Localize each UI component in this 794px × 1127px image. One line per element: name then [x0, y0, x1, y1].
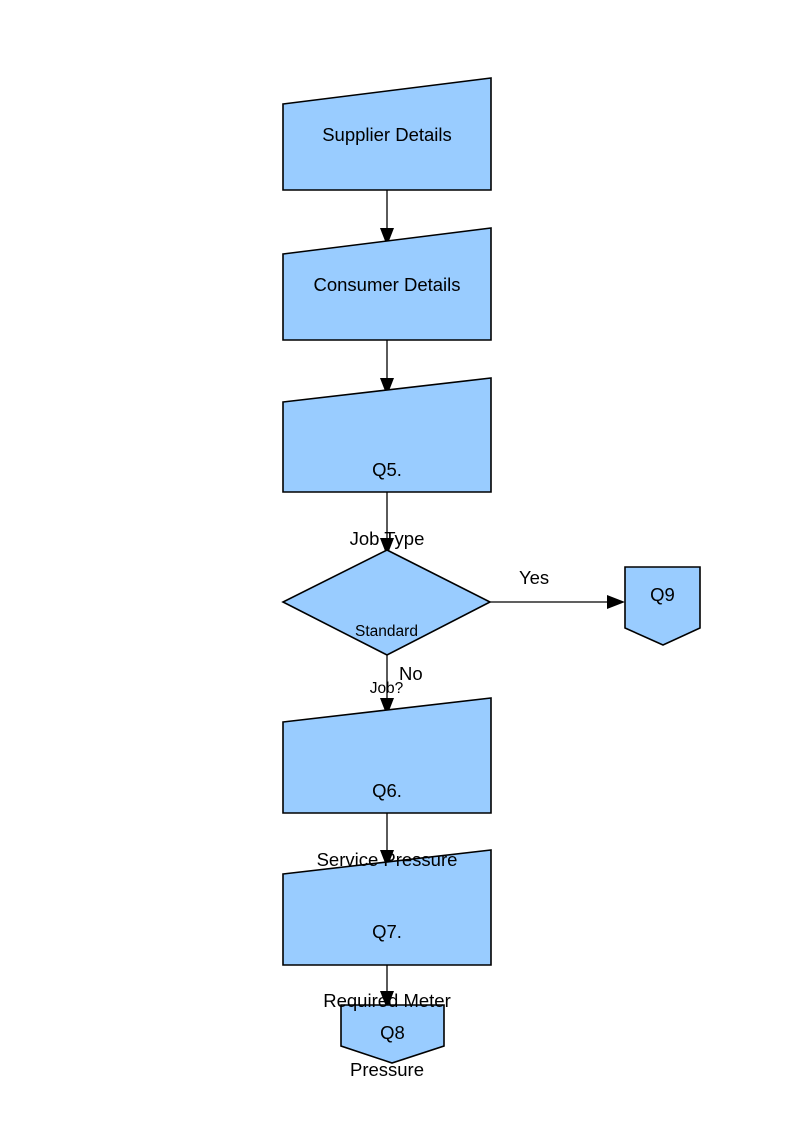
edge-decision-no-to-q6-arrowhead	[380, 698, 394, 716]
edge-supplier-to-consumer-arrowhead	[380, 228, 394, 246]
edge-label-no: No	[399, 663, 423, 684]
edge-q6-to-q7-arrowhead	[380, 850, 394, 868]
node-supplier-details-shape[interactable]	[282, 77, 492, 191]
node-q6-service-pressure-shape[interactable]	[282, 697, 492, 814]
edge-decision-yes-to-q9-arrowhead	[607, 595, 625, 609]
edge-consumer-to-q5-arrowhead	[380, 378, 394, 396]
edge-label-yes: Yes	[519, 567, 550, 588]
node-q8-shape[interactable]	[340, 1004, 445, 1064]
node-q9-shape[interactable]	[624, 566, 701, 646]
node-q7-required-meter-pressure-shape[interactable]	[282, 849, 492, 966]
node-q5-job-type-shape[interactable]	[282, 377, 492, 493]
node-standard-job-decision-shape[interactable]	[281, 549, 492, 656]
edge-q5-to-decision-arrowhead	[380, 538, 394, 556]
node-consumer-details-shape[interactable]	[282, 227, 492, 341]
edge-q7-to-q8-arrowhead	[380, 991, 394, 1009]
